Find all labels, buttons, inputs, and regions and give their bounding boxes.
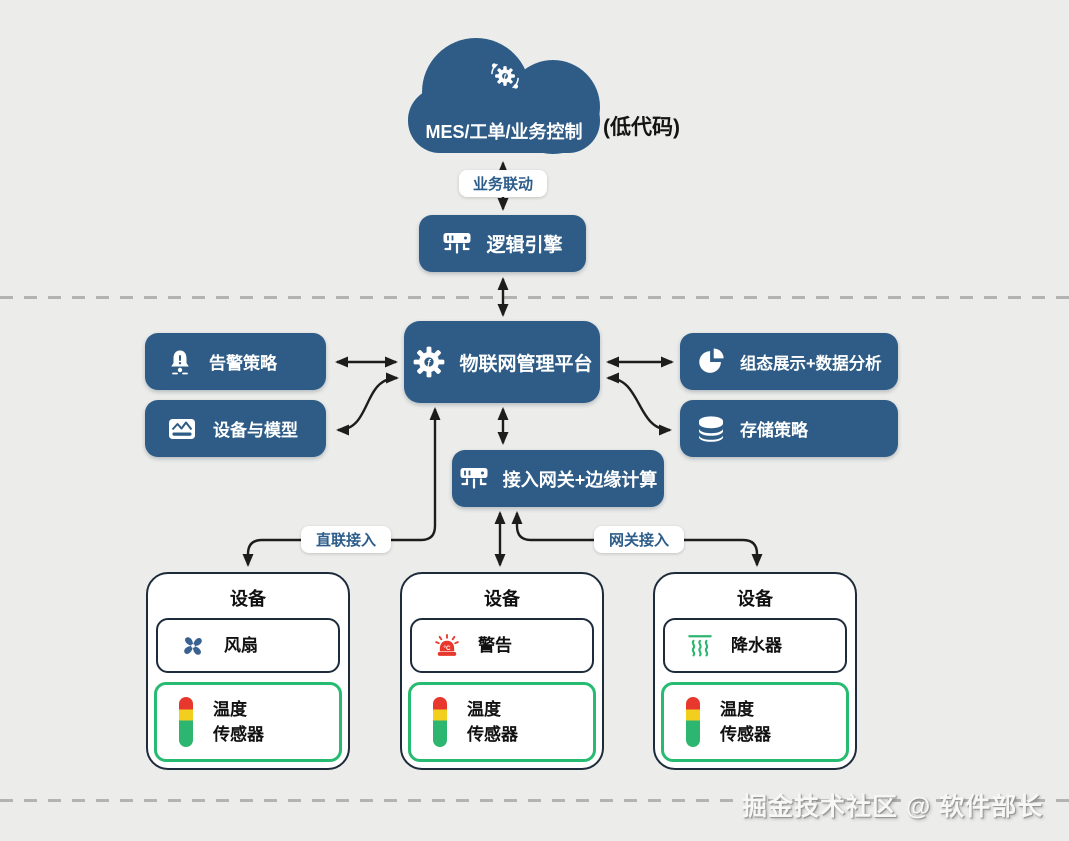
switch-hub-icon (443, 232, 471, 254)
node-label: 告警策略 (209, 354, 277, 373)
device-item-warning: °C 警告 (410, 618, 594, 673)
device-title: 设备 (230, 589, 266, 609)
siren-icon: °C (435, 633, 459, 656)
top-dashed-divider (0, 296, 1069, 299)
cloud-shape (408, 88, 600, 153)
sensor-label-line2: 传感器 (720, 725, 771, 744)
node-access-gateway: 接入网关+边缘计算 (452, 450, 664, 507)
device-item-precipitator: 降水器 (663, 618, 847, 673)
svg-text:ƒ: ƒ (427, 357, 432, 367)
database-icon (699, 416, 723, 442)
node-scada-analytics: 组态展示+数据分析 (680, 333, 898, 390)
device-item-fan: 风扇 (156, 618, 340, 673)
cloud-label: MES/工单/业务控制 (425, 122, 583, 142)
device-title: 设备 (737, 589, 773, 609)
low-code-note: (低代码) (603, 116, 680, 139)
pie-chart-icon (699, 347, 724, 373)
sensor-label-line1: 温度 (213, 699, 247, 719)
device-item-label: 风扇 (224, 635, 258, 655)
device-sensor-temperature: 温度 传感器 (661, 682, 849, 762)
level-bar-icon (179, 697, 193, 747)
node-label: 逻辑引擎 (486, 235, 563, 256)
sensor-label-line1: 温度 (720, 699, 754, 719)
device-card-fan: 设备 风扇 温度 传感器 (146, 572, 350, 770)
svg-text:ƒ: ƒ (503, 73, 507, 80)
node-logic-engine: 逻辑引擎 (419, 215, 586, 272)
device-card-warning: 设备 °C 警告 温度 传感器 (400, 572, 604, 770)
device-card-precipitator: 设备 降水器 温度 传感器 (653, 572, 857, 770)
device-sensor-temperature: 温度 传感器 (408, 682, 596, 762)
alert-bell-icon (171, 350, 189, 374)
node-label: 物联网管理平台 (459, 353, 593, 375)
device-title: 设备 (484, 589, 520, 609)
node-label: 接入网关+边缘计算 (502, 469, 658, 490)
node-storage-policy: 存储策略 (680, 400, 898, 457)
direct-access-label: 直联接入 (301, 526, 391, 553)
node-label: 存储策略 (740, 421, 808, 440)
gateway-access-label: 网关接入 (594, 526, 684, 553)
node-label: 组态展示+数据分析 (740, 354, 882, 373)
node-alert-policy: 告警策略 (145, 333, 326, 390)
node-label: 设备与模型 (213, 421, 298, 440)
fan-icon (184, 636, 202, 655)
device-sensor-temperature: 温度 传感器 (154, 682, 342, 762)
gear-icon: ƒ (414, 346, 445, 378)
business-link-label: 业务联动 (459, 170, 547, 197)
level-bar-icon (686, 697, 700, 747)
cloud-mes: ƒ MES/工单/业务控制 (408, 38, 600, 154)
device-item-label: 降水器 (731, 635, 782, 655)
node-device-model: 设备与模型 (145, 400, 326, 457)
bottom-dashed-divider (0, 799, 1069, 802)
wire-platform-storage (606, 372, 672, 436)
switch-hub-icon (460, 467, 488, 489)
level-bar-icon (433, 697, 447, 747)
sensor-label-line2: 传感器 (467, 725, 518, 744)
watermark: 掘金技术社区 @ 软件部长 (742, 793, 1044, 821)
wire-platform-devicemodel (336, 372, 399, 436)
device-item-label: 警告 (478, 635, 512, 655)
siren-icon-text: °C (443, 643, 451, 651)
sensor-label-line2: 传感器 (213, 725, 264, 744)
node-iot-platform: ƒ 物联网管理平台 (404, 321, 600, 403)
sensor-label-line1: 温度 (467, 699, 501, 719)
steam-icon (688, 634, 712, 656)
gear-sync-icon: ƒ (491, 63, 519, 89)
device-model-icon (169, 418, 195, 439)
